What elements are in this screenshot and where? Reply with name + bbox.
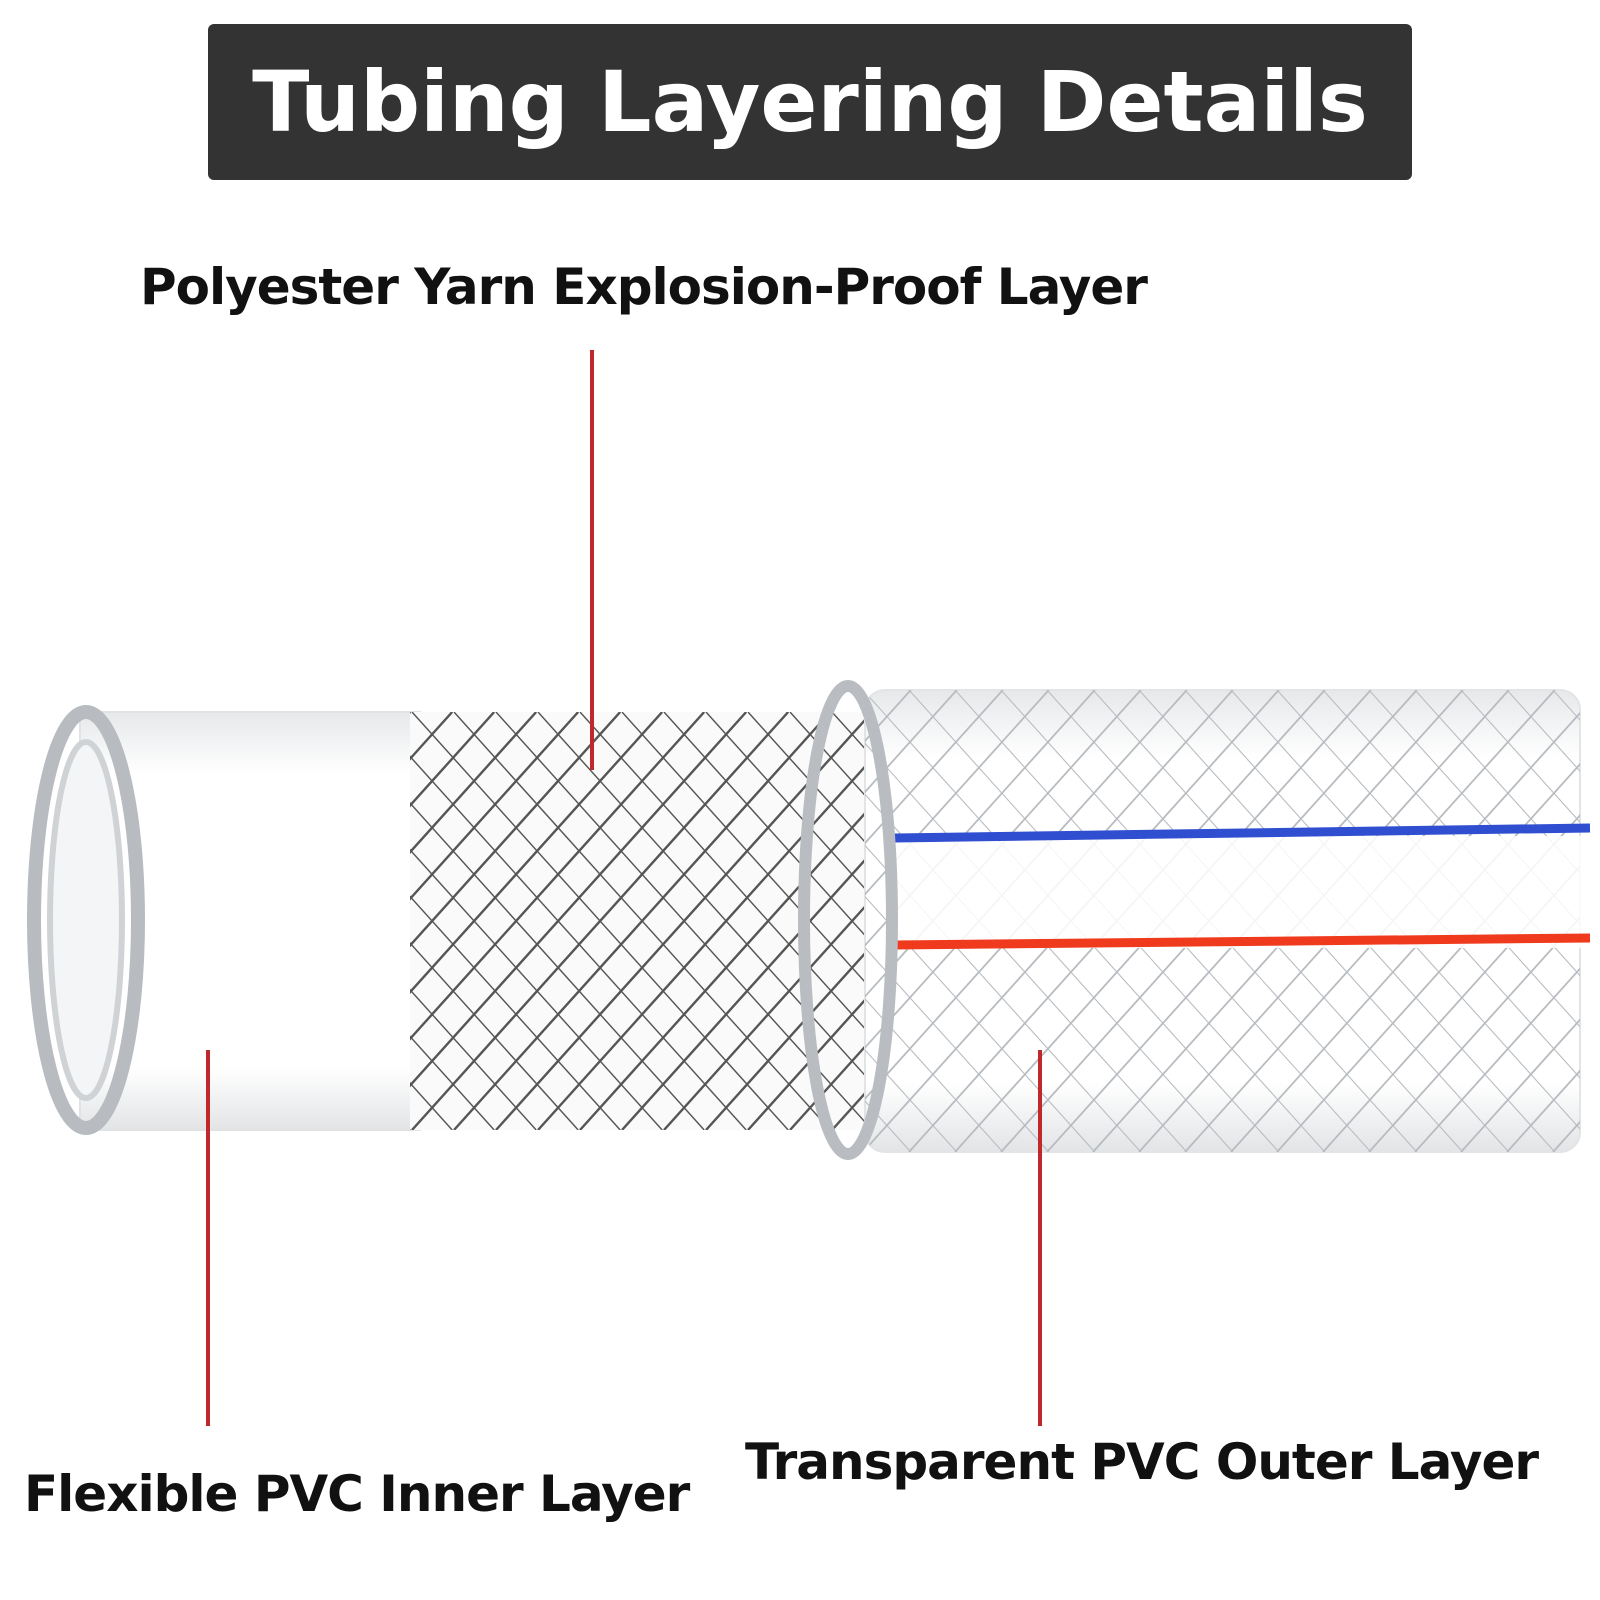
braid-strand <box>410 712 580 901</box>
red-stripe <box>894 933 1591 950</box>
braid-strand <box>621 712 870 989</box>
braid-strand <box>1506 690 1580 1152</box>
braid-strand <box>789 712 870 802</box>
braid-strand <box>1414 690 1580 1152</box>
label-yarn-layer: Polyester Yarn Explosion-Proof Layer <box>140 258 1148 316</box>
braid-strand <box>410 712 538 855</box>
braid-strand <box>410 712 496 808</box>
outer-tube <box>798 680 1591 1160</box>
braid-strand <box>1460 690 1580 1152</box>
title-banner: Tubing Layering Details <box>208 24 1412 180</box>
braid-strand <box>705 712 870 896</box>
braid-pattern <box>410 712 870 1130</box>
braid-strand <box>705 945 870 1130</box>
braid-strand <box>579 712 870 1036</box>
braid-strand <box>1460 690 1580 1152</box>
braid-strand <box>865 690 1050 1152</box>
inner-tube <box>27 705 421 1135</box>
braid-strand <box>663 712 870 942</box>
braid-strand <box>865 690 1004 1152</box>
braid-strand <box>1506 690 1580 1152</box>
braid-strand <box>1414 690 1580 1152</box>
outer-tube-end-ring <box>798 680 898 1160</box>
page-title: Tubing Layering Details <box>252 53 1368 151</box>
label-outer-layer: Transparent PVC Outer Layer <box>745 1433 1539 1491</box>
braid-strand <box>789 1039 870 1130</box>
blue-stripe <box>894 823 1591 843</box>
label-inner-layer: Flexible PVC Inner Layer <box>24 1465 690 1523</box>
braid-strand <box>865 690 958 1152</box>
yarn-braid-layer <box>410 712 870 1130</box>
